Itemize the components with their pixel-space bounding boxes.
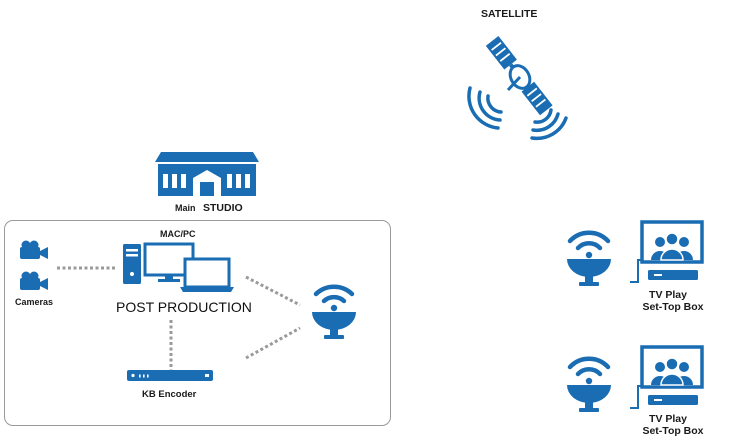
encoder-label: KB Encoder (142, 389, 197, 400)
camera-icon (20, 240, 48, 259)
tv-viewers-icon (640, 345, 704, 405)
studio-label-main: Main (175, 203, 196, 213)
receiver-label-line1: TV Play (649, 289, 687, 301)
studio-building-icon (155, 152, 259, 196)
laptop-icon (180, 257, 234, 292)
tv-viewers-icon (640, 220, 704, 280)
receiver-label-line1: TV Play (649, 413, 687, 425)
connector-cameras-to-pc (57, 266, 115, 270)
receiver-label-line2: Set-Top Box (642, 425, 704, 437)
satellite-label: SATELLITE (481, 8, 538, 20)
receiver-dish-icon (567, 230, 611, 286)
encoder-icon (127, 370, 213, 381)
connector-pc-to-encoder (169, 320, 173, 370)
post-production-title: POST PRODUCTION (116, 299, 252, 315)
satellite-icon (467, 36, 568, 141)
camera-icon (20, 271, 48, 290)
cameras-label: Cameras (15, 297, 54, 307)
receiver-label-line2: Set-Top Box (642, 301, 704, 313)
receiver-dish-icon (567, 356, 611, 412)
connector-encoder-to-dish (245, 326, 301, 360)
mac-pc-label: MAC/PC (160, 229, 196, 239)
connector-pc-to-dish (245, 275, 301, 307)
uplink-dish-icon (312, 284, 356, 339)
computer-tower-icon (123, 244, 141, 284)
studio-label: STUDIO (203, 202, 243, 214)
